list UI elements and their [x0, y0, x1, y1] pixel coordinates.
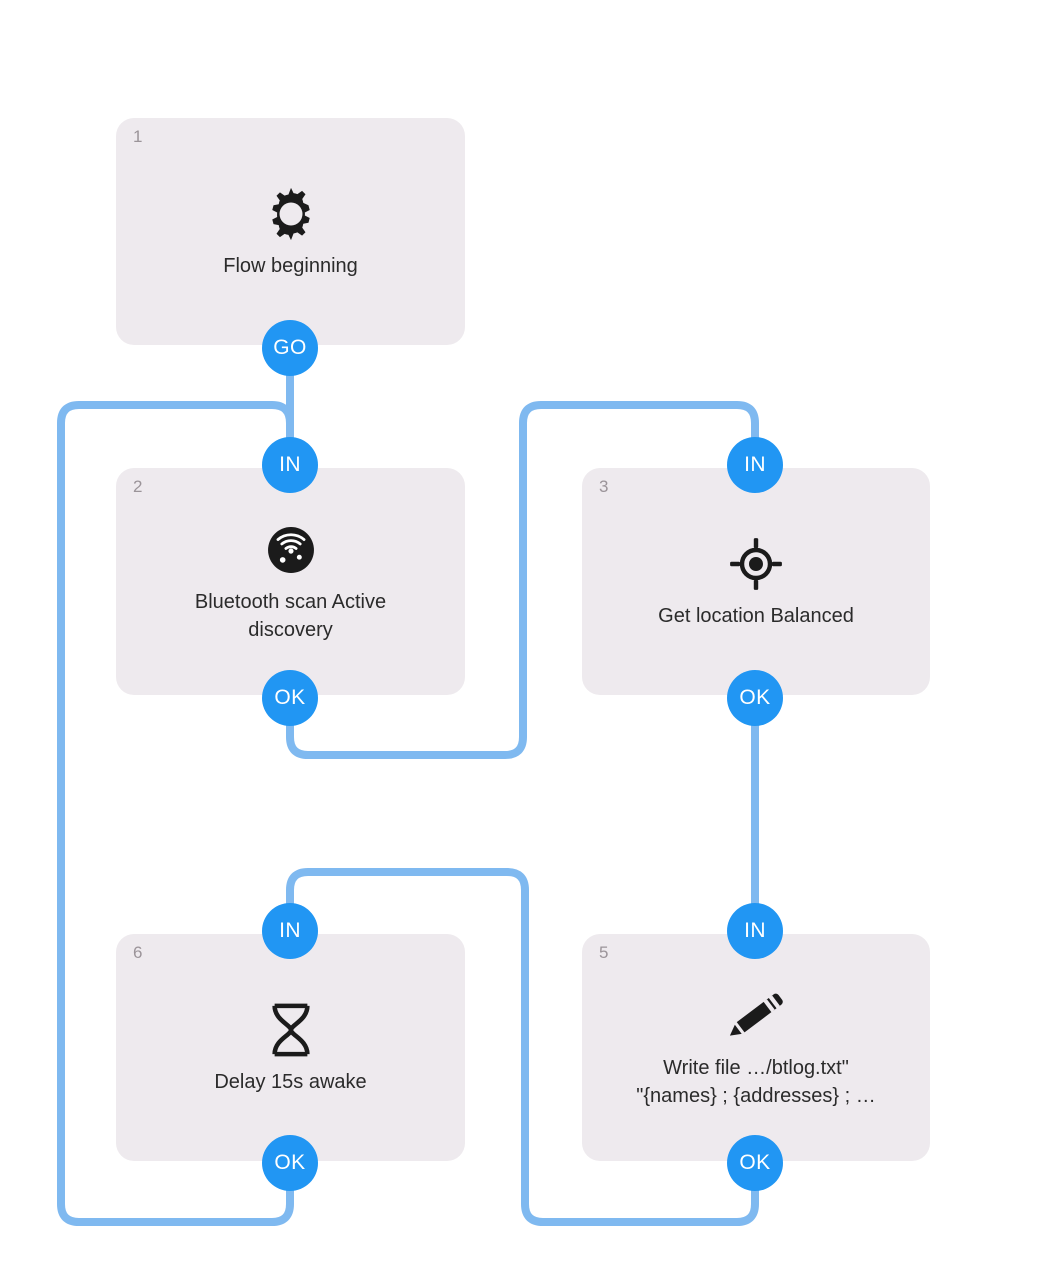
- pencil-icon: [726, 986, 786, 1046]
- gear-icon: [261, 184, 321, 244]
- node-index: 6: [133, 943, 143, 962]
- port-n1-go[interactable]: GO: [262, 320, 318, 376]
- port-n5-in[interactable]: IN: [727, 903, 783, 959]
- flow-node-5[interactable]: 5 Write file …/btlog.txt" "{names} ; {ad…: [582, 934, 930, 1161]
- port-n2-ok[interactable]: OK: [262, 670, 318, 726]
- flow-node-2[interactable]: 2 Bluetooth scan Active discovery: [116, 468, 465, 695]
- location-target-icon: [726, 534, 786, 594]
- port-n6-ok[interactable]: OK: [262, 1135, 318, 1191]
- flow-node-1[interactable]: 1 Flow beginning: [116, 118, 465, 345]
- node-label: Delay 15s awake: [214, 1070, 367, 1093]
- port-n3-in[interactable]: IN: [727, 437, 783, 493]
- port-n3-ok[interactable]: OK: [727, 670, 783, 726]
- hourglass-icon: [261, 1000, 321, 1060]
- node-label: Bluetooth scan Active discovery: [194, 590, 387, 641]
- bluetooth-scan-icon: [261, 520, 321, 580]
- node-index: 2: [133, 477, 143, 496]
- node-label: Get location Balanced: [658, 604, 854, 627]
- port-n2-in[interactable]: IN: [262, 437, 318, 493]
- node-label: Flow beginning: [223, 254, 358, 277]
- node-index: 1: [133, 127, 143, 146]
- flow-node-3[interactable]: 3 Get location Balanced: [582, 468, 930, 695]
- flow-node-6[interactable]: 6 Delay 15s awake: [116, 934, 465, 1161]
- port-n6-in[interactable]: IN: [262, 903, 318, 959]
- node-index: 5: [599, 943, 609, 962]
- node-label: Write file …/btlog.txt" "{names} ; {addr…: [636, 1056, 876, 1107]
- port-n5-ok[interactable]: OK: [727, 1135, 783, 1191]
- node-index: 3: [599, 477, 609, 496]
